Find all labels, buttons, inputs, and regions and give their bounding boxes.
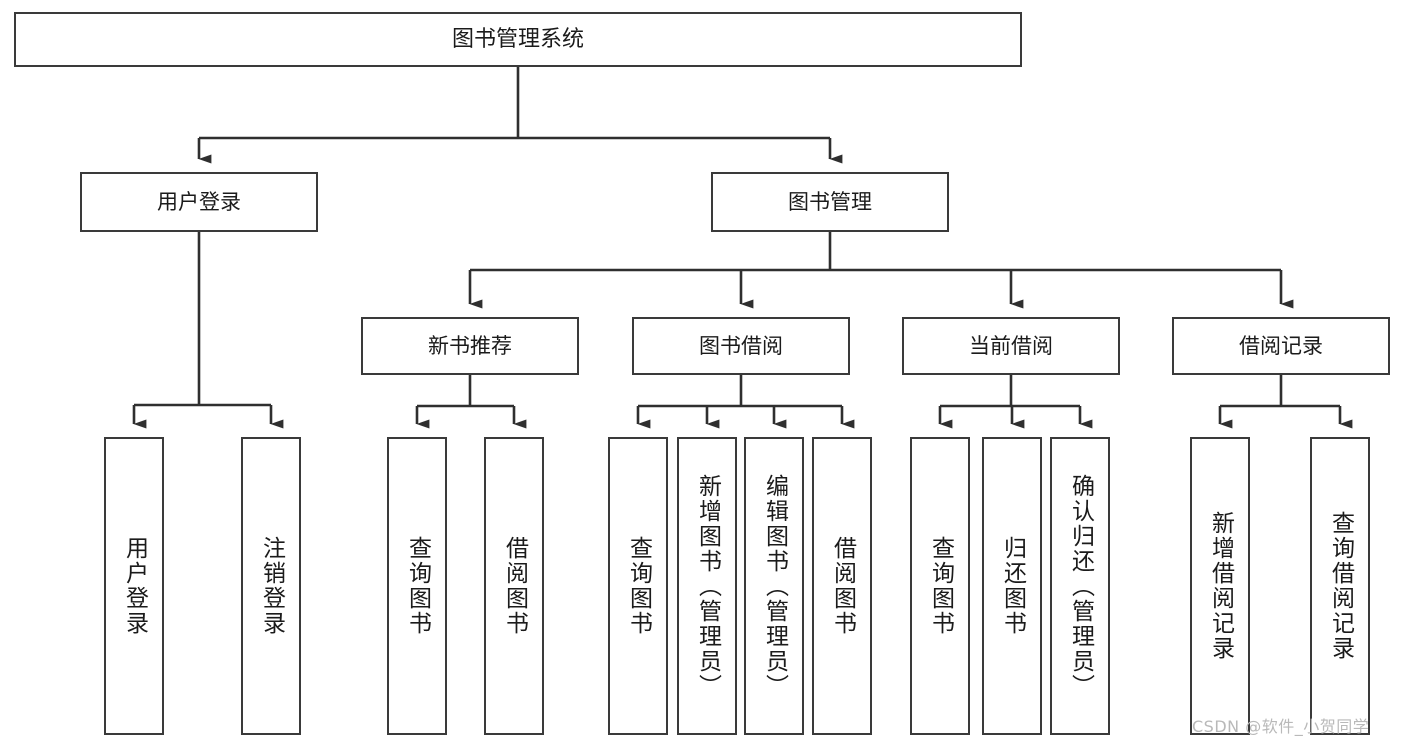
node-l-query-book-1[interactable]: 查询图书 <box>387 437 447 735</box>
node-l-query-book-2[interactable]: 查询图书 <box>608 437 668 735</box>
node-label: 当前借阅 <box>969 333 1053 358</box>
node-l-return-book[interactable]: 归还图书 <box>982 437 1042 735</box>
node-label: 借阅记录 <box>1239 333 1323 358</box>
node-label: 确认归还（管理员） <box>1067 473 1094 699</box>
node-label: 查询借阅记录 <box>1327 511 1354 661</box>
node-label: 图书借阅 <box>699 333 783 358</box>
node-n-book-manage[interactable]: 图书管理 <box>711 172 949 232</box>
node-n-borrow-record[interactable]: 借阅记录 <box>1172 317 1390 375</box>
node-label: 借阅图书 <box>829 536 856 636</box>
node-l-logout[interactable]: 注销登录 <box>241 437 301 735</box>
node-n-book-borrow[interactable]: 图书借阅 <box>632 317 850 375</box>
node-l-confirm-return[interactable]: 确认归还（管理员） <box>1050 437 1110 735</box>
node-label: 新增借阅记录 <box>1207 511 1234 661</box>
node-label: 用户登录 <box>121 536 148 636</box>
node-label: 用户登录 <box>157 189 241 214</box>
node-label: 编辑图书（管理员） <box>761 473 788 699</box>
node-l-edit-book[interactable]: 编辑图书（管理员） <box>744 437 804 735</box>
node-label: 图书管理 <box>788 189 872 214</box>
node-n-user-login[interactable]: 用户登录 <box>80 172 318 232</box>
node-label: 注销登录 <box>258 536 285 636</box>
node-label: 查询图书 <box>927 536 954 636</box>
node-l-borrow-book-2[interactable]: 借阅图书 <box>812 437 872 735</box>
csdn-watermark: CSDN @软件_小贺同学 <box>1192 717 1370 736</box>
node-label: 新增图书（管理员） <box>694 473 721 699</box>
node-label: 图书管理系统 <box>451 26 584 52</box>
node-label: 查询图书 <box>625 536 652 636</box>
node-l-query-book-3[interactable]: 查询图书 <box>910 437 970 735</box>
node-label: 归还图书 <box>999 536 1026 636</box>
node-l-add-record[interactable]: 新增借阅记录 <box>1190 437 1250 735</box>
node-root[interactable]: 图书管理系统 <box>14 12 1022 67</box>
node-label: 借阅图书 <box>501 536 528 636</box>
node-l-query-record[interactable]: 查询借阅记录 <box>1310 437 1370 735</box>
node-n-new-book-rec[interactable]: 新书推荐 <box>361 317 579 375</box>
node-n-current-borrow[interactable]: 当前借阅 <box>902 317 1120 375</box>
node-l-add-book[interactable]: 新增图书（管理员） <box>677 437 737 735</box>
node-label: 新书推荐 <box>428 333 512 358</box>
node-l-user-login[interactable]: 用户登录 <box>104 437 164 735</box>
node-label: 查询图书 <box>404 536 431 636</box>
node-l-borrow-book-1[interactable]: 借阅图书 <box>484 437 544 735</box>
